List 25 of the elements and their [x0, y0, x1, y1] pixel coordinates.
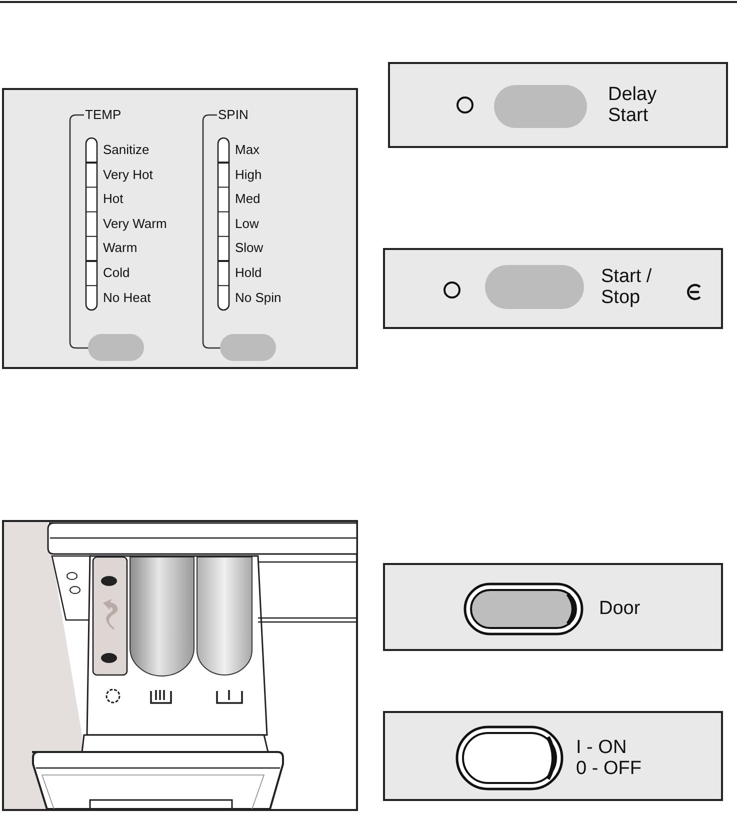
control-panel: [2, 88, 358, 369]
button-label: Start / Stop: [601, 266, 653, 308]
setting-label: Cold: [103, 265, 130, 280]
setting-label: High: [235, 166, 262, 182]
setting-label: No Heat: [103, 290, 151, 305]
setting-label: Med: [235, 191, 260, 206]
button-label: Door: [599, 598, 642, 619]
setting-label: Very Hot: [103, 166, 153, 182]
setting-label: Warm: [103, 240, 138, 256]
control-panel: [383, 248, 723, 329]
setting-label: Low: [235, 216, 259, 231]
setting-label: Sanitize: [103, 142, 150, 157]
control-panel: [383, 563, 723, 651]
group-heading: TEMP: [85, 107, 122, 122]
setting-label: Max: [235, 142, 260, 157]
setting-label: Hot: [103, 191, 124, 206]
control-panel: [388, 62, 728, 148]
setting-label: Very Warm: [103, 216, 167, 231]
button-label: I - ON 0 - OFF: [576, 737, 642, 779]
setting-label: Slow: [235, 240, 264, 256]
button-label: Delay Start: [608, 84, 658, 126]
control-panel: [383, 711, 723, 801]
group-heading: SPIN: [218, 107, 248, 122]
setting-label: No Spin: [235, 290, 282, 305]
setting-label: Hold: [235, 265, 262, 280]
